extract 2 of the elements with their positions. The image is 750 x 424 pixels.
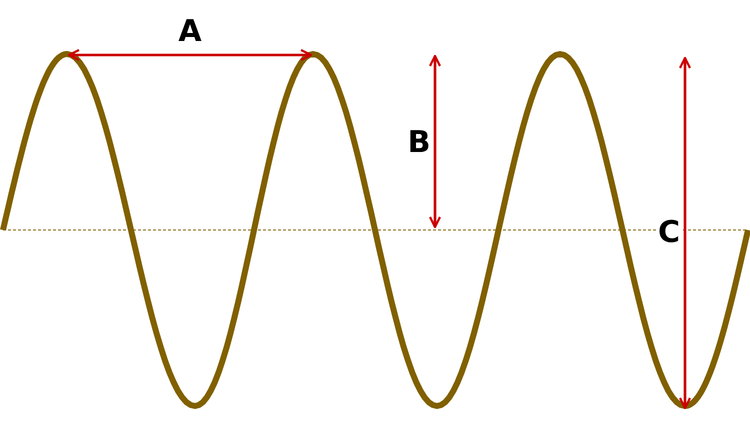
dimension-label: B [406,128,432,158]
dimension-label: A [177,17,203,47]
